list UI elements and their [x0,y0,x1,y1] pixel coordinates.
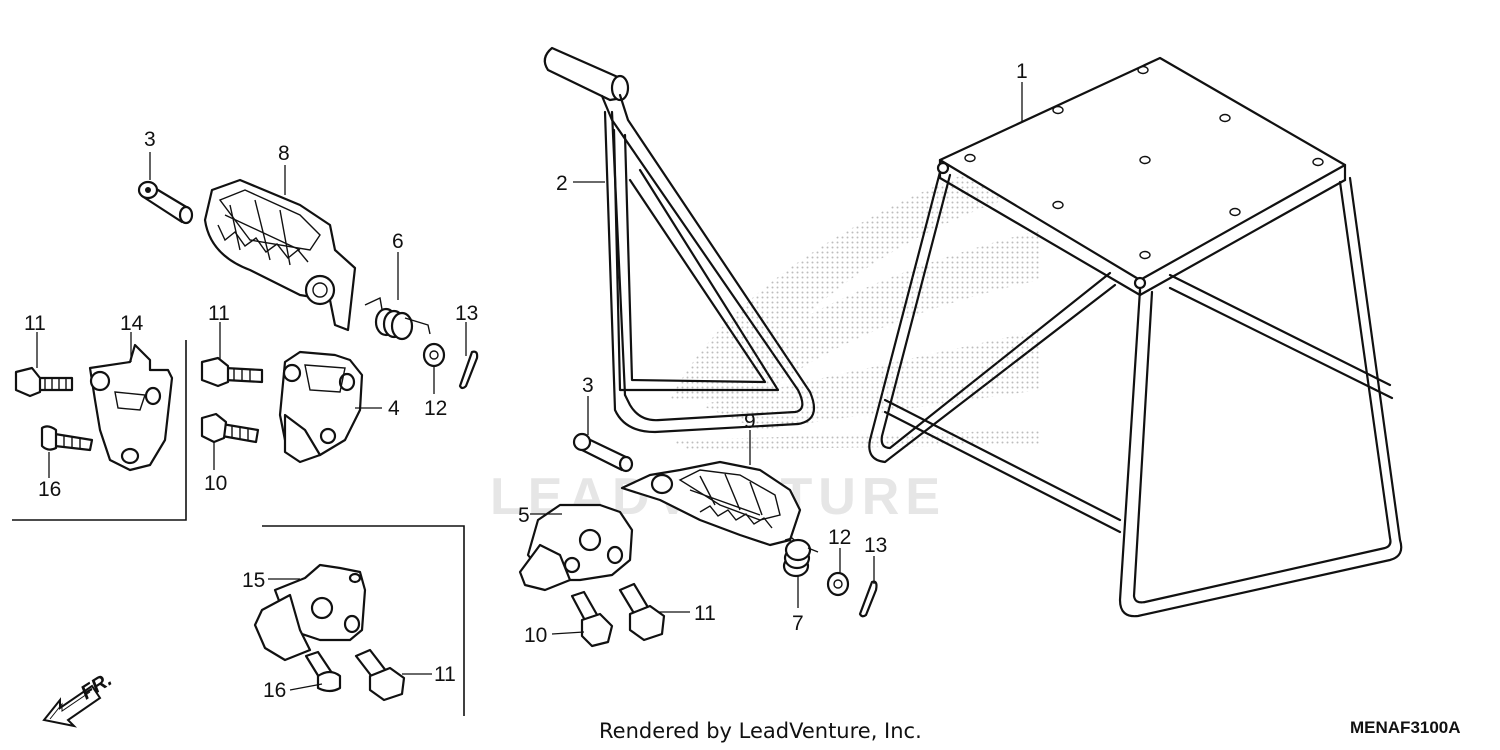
callout-11: 11 [694,602,716,625]
callout-leaders [36,82,1023,691]
callout-13: 13 [455,302,478,325]
part-2-stand-lifter [543,46,816,434]
callout-10: 10 [524,624,547,647]
diagram-code: MENAF3100A [1350,718,1461,737]
front-direction-arrow: FR. [42,669,116,728]
callout-7: 7 [792,612,804,635]
left-group-frame [12,340,187,521]
part-3-pin-lower [572,432,634,473]
part-3-pin [137,180,194,225]
part-5-bracket [518,503,634,592]
callout-6: 6 [392,230,404,253]
part-11-bolt-left [14,366,74,398]
part-8-footpeg [203,178,357,332]
part-16-bolt-left [40,425,94,452]
callout-8: 8 [278,142,290,165]
callout-16: 16 [38,478,61,501]
part-11-bolt-lower-box [354,648,406,702]
callout-12: 12 [424,397,447,420]
part-11-bolt-center [200,356,264,388]
honda-wing-watermark [670,150,1040,450]
part-7-spring [782,537,819,578]
callout-11: 11 [208,302,230,325]
bottom-group-frame [262,525,465,716]
callout-14: 14 [120,312,144,335]
callout-labels: 1 2 3 8 6 13 11 14 11 4 12 10 16 3 9 5 1… [24,60,1028,702]
part-16-bolt-lower [304,650,342,693]
callout-13: 13 [864,534,887,557]
callout-3: 3 [144,128,156,151]
callout-12: 12 [828,526,851,549]
part-1-stand [868,56,1403,618]
part-12-washer [422,342,446,368]
callout-16: 16 [263,679,286,702]
part-13-cotter-pin [458,350,479,390]
part-4-bracket [278,350,364,464]
part-6-spring [364,296,431,341]
callout-9: 9 [744,410,756,433]
callout-4: 4 [388,397,400,420]
part-13-cotter-pin-lower [858,580,878,618]
callout-10: 10 [204,472,227,495]
part-10-bolt-center [200,412,260,444]
part-10-bolt-lower [570,590,614,648]
callout-3: 3 [582,374,594,397]
stand-bolt-heads [964,65,1324,260]
callout-1: 1 [1016,60,1028,83]
callout-5: 5 [518,504,530,527]
part-12-washer-lower [826,571,850,597]
callout-11: 11 [24,312,46,335]
part-11-bolt-lower [618,582,666,642]
footer-credit: Rendered by LeadVenture, Inc. [599,719,922,743]
callout-15: 15 [242,569,265,592]
callout-11: 11 [434,663,456,686]
part-14-bracket [88,343,174,472]
part-15-bracket [253,563,367,662]
callout-2: 2 [556,172,568,195]
part-9-footpeg [620,460,802,547]
